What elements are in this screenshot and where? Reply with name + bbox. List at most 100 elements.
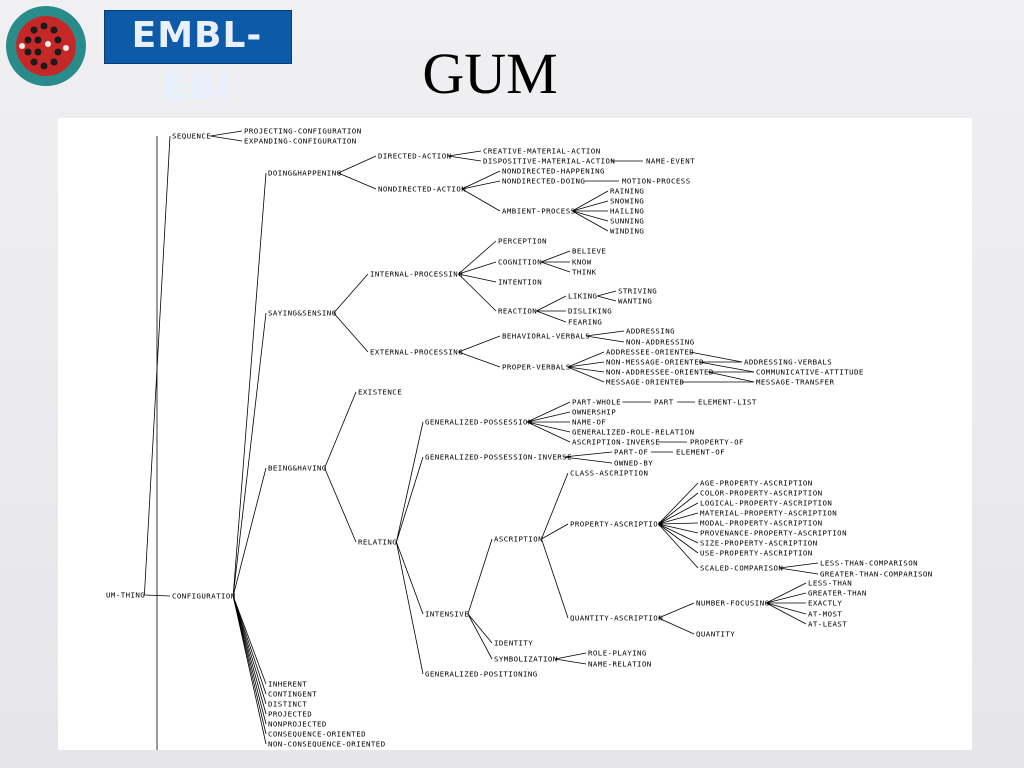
node-projected: PROJECTED — [268, 710, 312, 719]
edge-ascription-to-class-ascription — [541, 472, 569, 540]
node-behavioral-verbals: BEHAVIORAL-VERBALS — [502, 332, 590, 341]
edge-nondirected-action-to-nondirected-happening — [461, 170, 501, 190]
node-sunning: SUNNING — [610, 217, 644, 226]
edge-cognition-to-think — [540, 261, 571, 273]
node-identity: IDENTITY — [494, 639, 533, 648]
node-name-event: NAME-EVENT — [646, 157, 695, 166]
edge-behavioral-verbals-to-addressing — [585, 330, 625, 337]
logo-emblem-icon — [6, 6, 86, 86]
edge-internal-processing-to-intention — [458, 273, 497, 283]
slide-title: GUM — [422, 41, 558, 106]
node-age-property-ascription: AGE-PROPERTY-ASCRIPTION — [700, 479, 813, 488]
edge-quantity-ascription-to-number-focusing — [658, 602, 695, 619]
node-sequence: SEQUENCE — [172, 132, 211, 141]
edge-saying-and-sensing-to-internal-processing — [333, 273, 369, 314]
node-greater-than-comparison: GREATER-THAN-COMPARISON — [820, 570, 933, 579]
edge-nondirected-action-to-ambient-process — [461, 188, 501, 212]
edge-proper-verbals-to-message-oriented — [567, 366, 605, 383]
edge-doing-and-happening-to-nondirected-action — [338, 172, 377, 190]
edge-addressee-oriented-to-addressing-verbals — [689, 351, 743, 363]
edge-relating-to-generalized-possession — [396, 421, 424, 543]
node-internal-processing: INTERNAL-PROCESSING — [370, 270, 463, 279]
node-intensive: INTENSIVE — [425, 610, 469, 619]
edge-non-addressee-oriented-to-message-transfer — [708, 371, 755, 383]
node-name-of: NAME-OF — [572, 418, 606, 427]
node-modal-property-ascription: MODAL-PROPERTY-ASCRIPTION — [700, 519, 823, 528]
edge-intensive-to-identity — [467, 613, 493, 644]
edge-reaction-to-fearing — [536, 310, 567, 323]
node-generalized-role-relation: GENERALIZED-ROLE-RELATION — [572, 428, 695, 437]
node-ascription: ASCRIPTION — [494, 535, 543, 544]
edge-generalized-possession-to-ascription-inverse — [526, 421, 571, 443]
node-generalized-possession: GENERALIZED-POSSESSION — [425, 418, 533, 427]
edge-internal-processing-to-cognition — [458, 261, 497, 275]
edge-proper-verbals-to-non-addressee-oriented — [567, 366, 605, 373]
edge-property-ascription-to-provenance-property-ascription — [658, 523, 699, 534]
edge-being-and-having-to-existence — [324, 391, 357, 469]
edge-ambient-process-to-winding — [572, 210, 609, 232]
edge-ambient-process-to-raining — [572, 190, 609, 212]
edge-ascription-to-property-ascription — [541, 523, 569, 540]
node-um-thing: UM-THING — [106, 591, 145, 600]
node-at-most: AT-MOST — [808, 610, 842, 619]
edge-relating-to-generalized-positioning — [396, 541, 424, 675]
edge-number-focusing-to-greater-than — [766, 592, 807, 604]
node-cognition: COGNITION — [498, 258, 542, 267]
node-nondirected-happening: NONDIRECTED-HAPPENING — [502, 167, 605, 176]
node-nonprojected: NONPROJECTED — [268, 720, 327, 729]
node-distinct: DISTINCT — [268, 700, 307, 709]
node-relating: RELATING — [358, 538, 397, 547]
edge-cognition-to-believe — [540, 250, 571, 263]
node-wanting: WANTING — [618, 297, 652, 306]
node-projecting-configuration: PROJECTING-CONFIGURATION — [244, 127, 362, 136]
edge-internal-processing-to-perception — [458, 240, 497, 275]
node-know: KNOW — [572, 258, 592, 267]
node-communicative-attitude: COMMUNICATIVE-ATTITUDE — [756, 368, 864, 377]
node-element-list: ELEMENT-LIST — [698, 398, 757, 407]
node-perception: PERCEPTION — [498, 237, 547, 246]
node-disliking: DISLIKING — [568, 307, 612, 316]
node-existence: EXISTENCE — [358, 388, 402, 397]
node-less-than: LESS-THAN — [808, 579, 852, 588]
edge-ascription-to-quantity-ascription — [541, 538, 569, 619]
node-property-ascription: PROPERTY-ASCRIPTION — [570, 520, 663, 529]
edge-internal-processing-to-reaction — [458, 273, 497, 312]
node-think: THINK — [572, 268, 597, 277]
edge-configuration-to-doing-and-happening — [232, 172, 267, 597]
edge-configuration-to-distinct — [232, 595, 267, 705]
node-use-property-ascription: USE-PROPERTY-ASCRIPTION — [700, 549, 813, 558]
node-reaction: REACTION — [498, 307, 537, 316]
node-quantity-ascription: QUANTITY-ASCRIPTION — [570, 614, 663, 623]
edge-liking-to-striving — [597, 290, 617, 297]
edge-configuration-to-being-and-having — [232, 467, 267, 597]
edge-configuration-to-inherent — [232, 595, 267, 685]
node-at-least: AT-LEAST — [808, 620, 847, 629]
node-part-of: PART-OF — [614, 448, 648, 457]
node-greater-than: GREATER-THAN — [808, 589, 867, 598]
node-ownership: OWNERSHIP — [572, 408, 616, 417]
edge-saying-and-sensing-to-external-processing — [333, 312, 369, 353]
edge-property-ascription-to-use-property-ascription — [658, 523, 699, 554]
node-snowing: SNOWING — [610, 197, 644, 206]
node-class-ascription: CLASS-ASCRIPTION — [570, 469, 648, 478]
edge-proper-verbals-to-addressee-oriented — [567, 351, 605, 368]
node-addressee-oriented: ADDRESSEE-ORIENTED — [606, 348, 694, 357]
edge-external-processing-to-proper-verbals — [458, 351, 501, 368]
node-addressing: ADDRESSING — [626, 327, 675, 336]
embl-ebi-logo: EMBL-EBI — [0, 0, 292, 108]
edge-property-ascription-to-material-property-ascription — [658, 512, 699, 525]
edge-being-and-having-to-relating — [324, 467, 357, 543]
edge-scaled-comparison-to-less-than-comparison — [779, 562, 819, 569]
edge-sequence-to-projecting-configuration — [210, 130, 243, 137]
diagram-panel — [58, 118, 972, 750]
edge-generalized-possession-to-part-whole — [526, 401, 571, 423]
edge-generalized-possession-inverse-to-owned-by — [563, 456, 613, 464]
edge-liking-to-wanting — [597, 295, 617, 302]
edge-scaled-comparison-to-greater-than-comparison — [779, 567, 819, 575]
edge-property-ascription-to-logical-property-ascription — [658, 502, 699, 525]
edge-directed-action-to-creative-material-action — [448, 150, 482, 157]
node-consequence-oriented: CONSEQUENCE-ORIENTED — [268, 730, 366, 739]
node-message-transfer: MESSAGE-TRANSFER — [756, 378, 834, 387]
edge-relating-to-generalized-possession-inverse — [396, 456, 424, 543]
